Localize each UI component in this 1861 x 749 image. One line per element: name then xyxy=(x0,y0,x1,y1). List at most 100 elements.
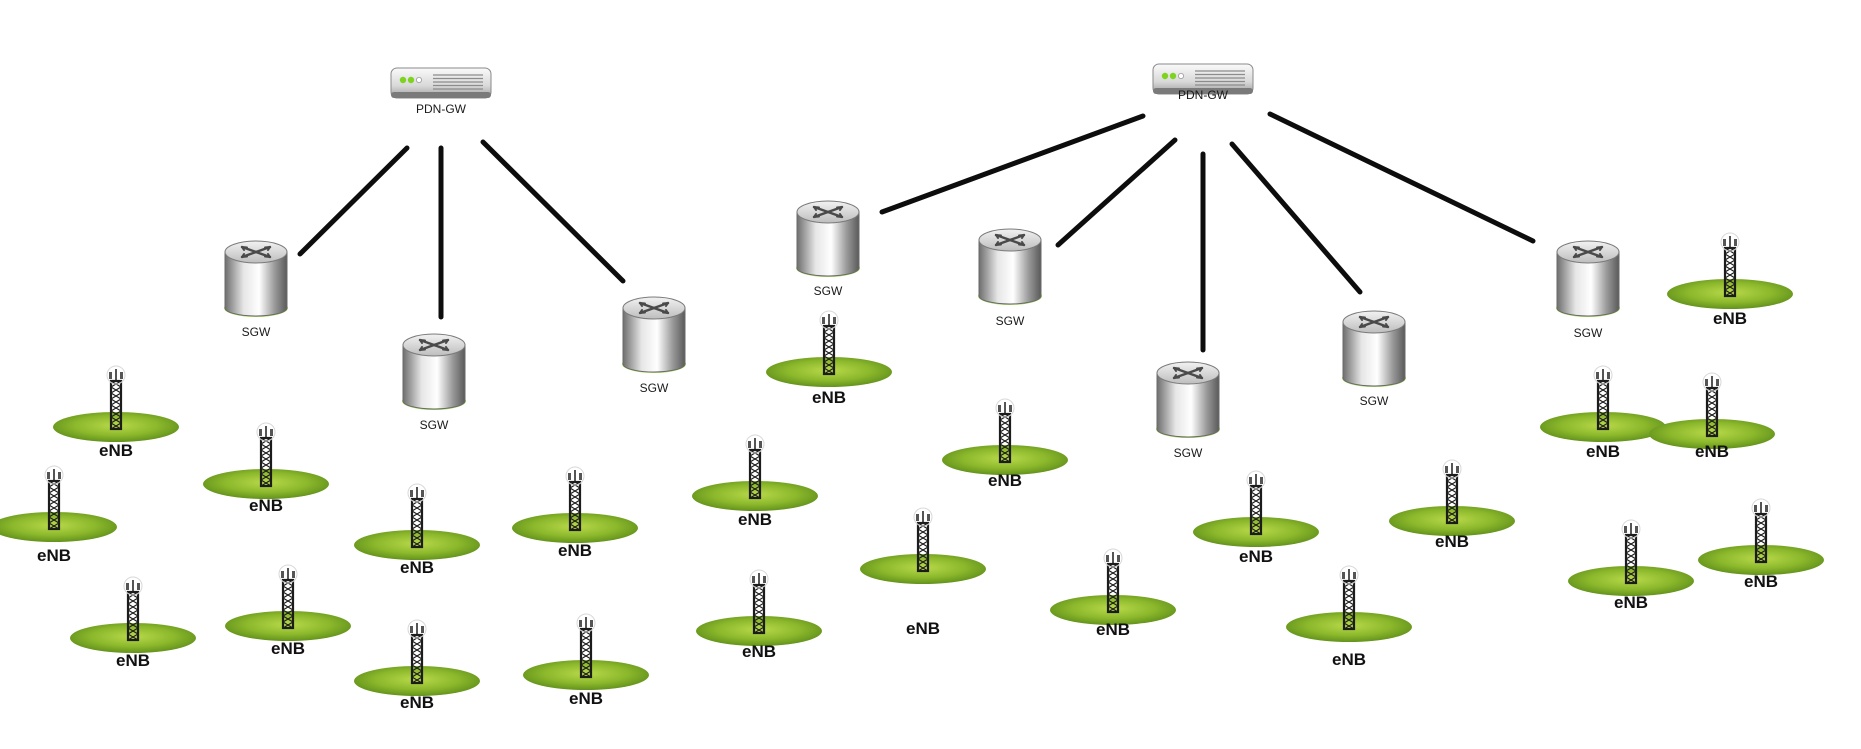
cell-tower-icon xyxy=(1649,372,1775,449)
enb-node: eNB xyxy=(1667,232,1793,328)
enb-node: eNB xyxy=(225,564,351,658)
enb-label: eNB xyxy=(271,639,305,658)
enb-label: eNB xyxy=(906,619,940,638)
enb-label: eNB xyxy=(99,441,133,460)
sgw-node: SGW xyxy=(402,333,466,432)
sgw-label: SGW xyxy=(814,284,843,298)
link-layer xyxy=(297,111,1536,353)
router-cylinder-icon xyxy=(1556,240,1620,317)
pdn-gw-label: PDN-GW xyxy=(416,102,467,116)
cell-tower-icon xyxy=(1389,459,1515,536)
pdn-gw-label: PDN-GW xyxy=(1178,88,1229,102)
link-pdngw2-sgw5 xyxy=(1055,137,1178,248)
cell-tower-icon xyxy=(523,613,649,690)
cell-tower-icon xyxy=(512,466,638,543)
sgw-label: SGW xyxy=(1360,394,1389,408)
cell-tower-icon xyxy=(1050,548,1176,625)
pdn-gw-node: PDN-GW xyxy=(1152,63,1254,102)
enb-node: eNB xyxy=(942,398,1068,490)
enb-node: eNB xyxy=(70,576,196,670)
router-cylinder-icon xyxy=(622,296,686,373)
cell-tower-icon xyxy=(53,365,179,442)
router-cylinder-icon xyxy=(978,228,1042,305)
enb-label: eNB xyxy=(1695,442,1729,461)
cell-tower-icon xyxy=(692,434,818,511)
enb-label: eNB xyxy=(1096,620,1130,639)
sgw-label: SGW xyxy=(996,314,1025,328)
cell-tower-icon xyxy=(203,422,329,499)
cell-tower-icon xyxy=(1667,232,1793,309)
enb-node: eNB xyxy=(860,507,986,638)
enb-node: eNB xyxy=(692,434,818,529)
enb-node: eNB xyxy=(354,483,480,577)
enb-node: eNB xyxy=(512,466,638,560)
enb-label: eNB xyxy=(116,651,150,670)
enb-label: eNB xyxy=(1435,532,1469,551)
enb-node: eNB xyxy=(0,465,117,565)
sgw-label: SGW xyxy=(640,381,669,395)
enb-node: eNB xyxy=(1193,470,1319,566)
enb-node: eNB xyxy=(1649,372,1775,461)
pdn-gw-node: PDN-GW xyxy=(390,67,492,116)
cell-tower-icon xyxy=(1698,498,1824,575)
enb-label: eNB xyxy=(1332,650,1366,669)
router-cylinder-icon xyxy=(1342,310,1406,387)
enb-label: eNB xyxy=(1586,442,1620,461)
sgw-node: SGW xyxy=(978,228,1042,328)
enb-label: eNB xyxy=(742,642,776,661)
router-cylinder-icon xyxy=(224,240,288,317)
sgw-layer: SGW SGW SGW SGW SGW SGW SGW SGW xyxy=(224,200,1620,460)
sgw-node: SGW xyxy=(1342,310,1406,408)
enb-node: eNB xyxy=(1389,459,1515,551)
enb-label: eNB xyxy=(988,471,1022,490)
enb-label: eNB xyxy=(1239,547,1273,566)
cell-tower-icon xyxy=(1193,470,1319,547)
enb-label: eNB xyxy=(558,541,592,560)
enb-label: eNB xyxy=(738,510,772,529)
sgw-label: SGW xyxy=(1174,446,1203,460)
cell-tower-icon xyxy=(860,507,986,584)
enb-node: eNB xyxy=(1698,498,1824,591)
enb-label: eNB xyxy=(1713,309,1747,328)
enb-node: eNB xyxy=(1050,548,1176,639)
link-pdngw1-sgw3 xyxy=(480,139,626,284)
enb-node: eNB xyxy=(696,569,822,661)
pdn-gateway-layer: PDN-GW PDN-GW xyxy=(390,63,1254,116)
enb-label: eNB xyxy=(400,693,434,712)
router-cylinder-icon xyxy=(1156,361,1220,438)
cell-tower-icon xyxy=(1286,565,1412,642)
cell-tower-icon xyxy=(0,465,117,542)
enb-label: eNB xyxy=(1614,593,1648,612)
cell-tower-icon xyxy=(1568,519,1694,596)
enb-node: eNB xyxy=(203,422,329,515)
cell-tower-icon xyxy=(1540,365,1666,442)
link-pdngw2-sgw4 xyxy=(879,113,1146,215)
sgw-label: SGW xyxy=(1574,326,1603,340)
cell-tower-icon xyxy=(70,576,196,653)
enb-node: eNB xyxy=(1540,365,1666,461)
enb-label: eNB xyxy=(812,388,846,407)
enb-node: eNB xyxy=(766,310,892,407)
enb-node: eNB xyxy=(1286,565,1412,669)
cell-tower-icon xyxy=(354,619,480,696)
sgw-label: SGW xyxy=(420,418,449,432)
link-pdngw1-sgw1 xyxy=(297,145,410,257)
enb-node: eNB xyxy=(1568,519,1694,612)
enb-layer: eNB eNB eNB eNB eNB eNB eNB eNB eNB eNB eNB eNB eNB e… xyxy=(0,232,1824,712)
sgw-node: SGW xyxy=(224,240,288,339)
cell-tower-icon xyxy=(225,564,351,641)
enb-label: eNB xyxy=(37,546,71,565)
cell-tower-icon xyxy=(696,569,822,646)
sgw-node: SGW xyxy=(796,200,860,298)
router-cylinder-icon xyxy=(402,333,466,410)
cell-tower-icon xyxy=(354,483,480,560)
sgw-node: SGW xyxy=(622,296,686,395)
enb-label: eNB xyxy=(1744,572,1778,591)
enb-node: eNB xyxy=(354,619,480,712)
sgw-node: SGW xyxy=(1156,361,1220,460)
enb-label: eNB xyxy=(400,558,434,577)
enb-node: eNB xyxy=(523,613,649,708)
server-appliance-icon xyxy=(390,67,492,99)
sgw-node: SGW xyxy=(1556,240,1620,340)
